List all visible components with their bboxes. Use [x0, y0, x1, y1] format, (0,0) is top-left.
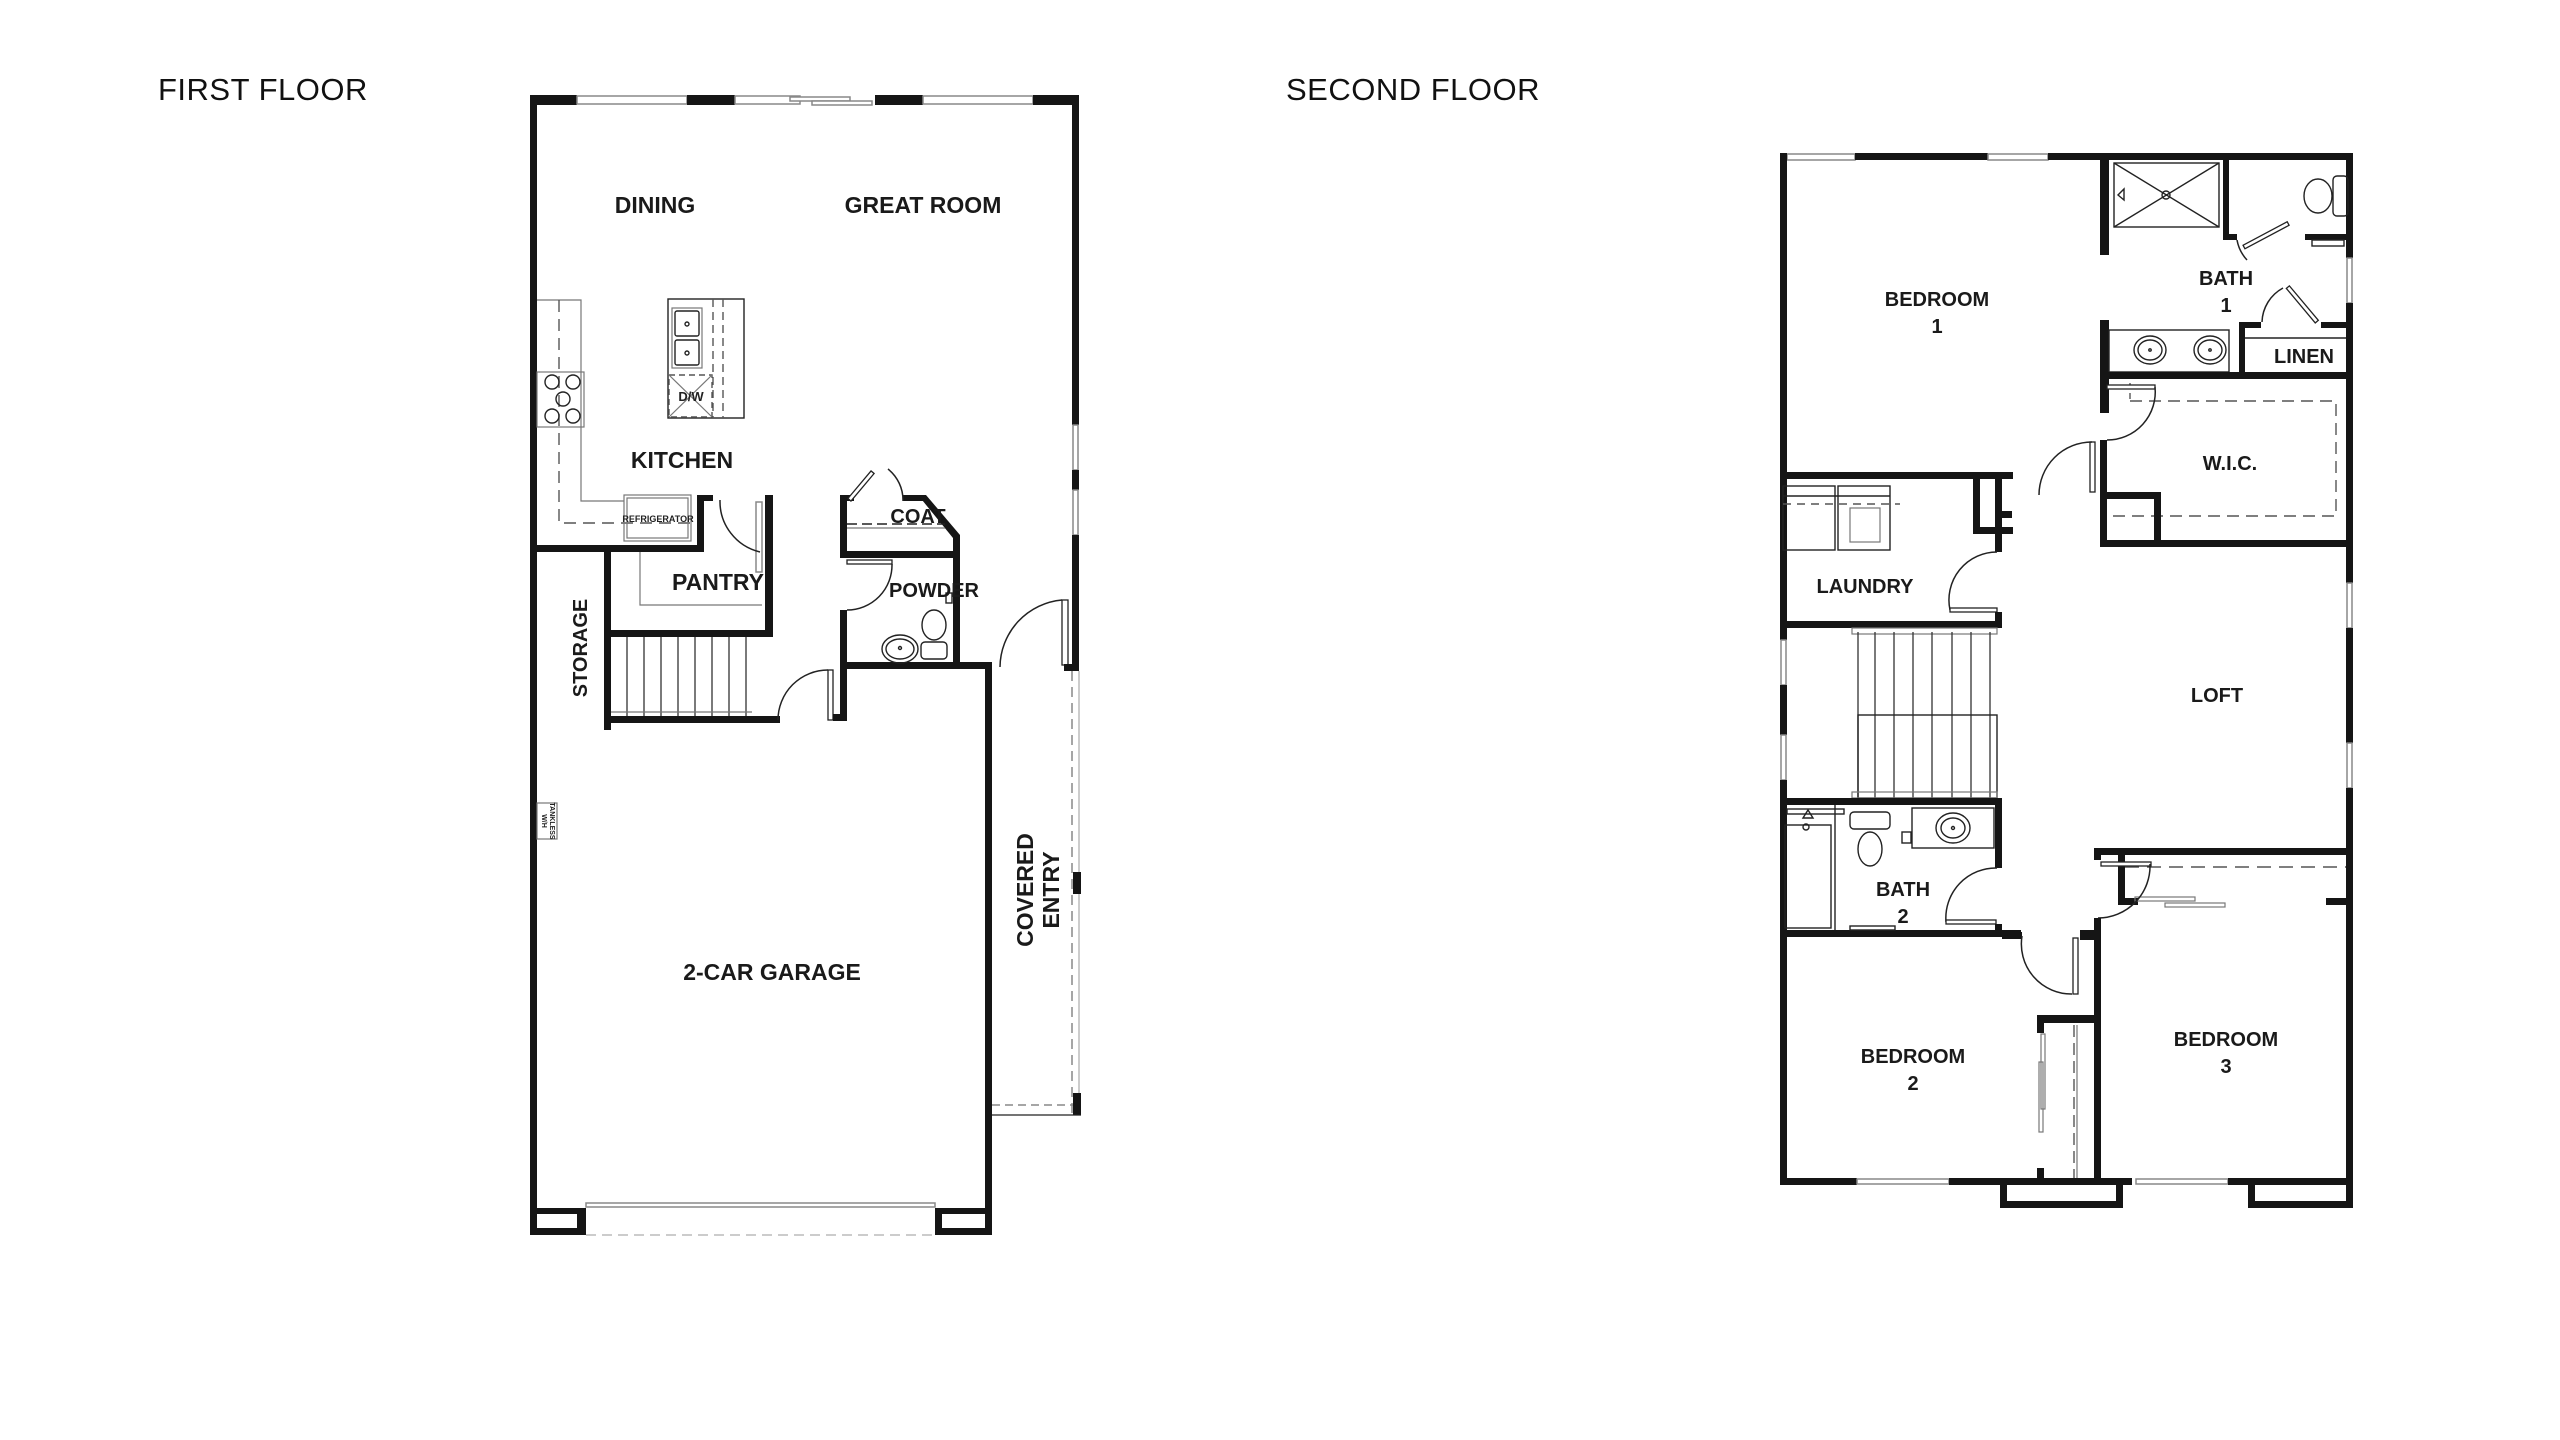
room-label-dining: DINING: [615, 192, 696, 218]
room-label-great-room: GREAT ROOM: [845, 192, 1002, 218]
svg-text:TANKLESS: TANKLESS: [548, 802, 555, 840]
room-label-garage: 2-CAR GARAGE: [683, 959, 861, 985]
room-label-bedroom2-num: 2: [1907, 1073, 1918, 1095]
room-label-bedroom3-num: 3: [2220, 1056, 2231, 1078]
tankless-water-heater: TANKLESS W/H: [536, 802, 558, 840]
room-label-wic: W.I.C.: [2203, 453, 2257, 475]
room-label-covered-entry-1: COVERED: [1012, 833, 1038, 947]
room-label-laundry: LAUNDRY: [1816, 576, 1914, 598]
room-label-coat: COAT: [890, 506, 945, 528]
covered-entry-area: [992, 671, 1081, 1116]
room-label-loft: LOFT: [2191, 685, 2243, 707]
refrigerator-label: REFRIGERATOR: [622, 514, 694, 524]
room-label-powder: POWDER: [889, 580, 980, 602]
room-label-bedroom3: BEDROOM: [2174, 1029, 2278, 1051]
room-label-pantry: PANTRY: [672, 569, 764, 595]
room-label-covered-entry-2: ENTRY: [1038, 851, 1064, 928]
first-floor-plan: REFRIGERATOR D/W: [530, 95, 1081, 1236]
first-floor-exterior-walls: [530, 95, 1079, 1236]
coat-powder: [840, 468, 992, 669]
bath2-area: [1780, 798, 2021, 937]
dishwasher-label: D/W: [678, 389, 704, 404]
loft-bedroom3-walls: [2002, 848, 2346, 1185]
room-label-storage: STORAGE: [570, 599, 592, 698]
second-floor-plan: BEDROOM 1 BATH 1 LINEN W.I.C. LAUNDRY LO…: [1780, 153, 2353, 1208]
room-label-linen: LINEN: [2274, 346, 2334, 368]
first-floor-interior-walls: [530, 495, 847, 730]
svg-text:W/H: W/H: [540, 814, 547, 828]
first-floor-title: FIRST FLOOR: [158, 72, 368, 107]
room-label-kitchen: KITCHEN: [631, 447, 733, 473]
second-floor-title: SECOND FLOOR: [1286, 72, 1541, 107]
second-floor-stairs: [1851, 627, 1998, 799]
kitchen-fixtures: REFRIGERATOR D/W: [536, 298, 745, 542]
room-label-bath1-num: 1: [2220, 295, 2231, 317]
first-floor-stairs: [611, 637, 752, 716]
room-label-bedroom1-num: 1: [1931, 316, 1942, 338]
second-floor-exterior-walls: [1780, 153, 2353, 1208]
room-label-bedroom1: BEDROOM: [1885, 289, 1989, 311]
room-label-bedroom2: BEDROOM: [1861, 1046, 1965, 1068]
bath1-area: [2038, 160, 2349, 547]
front-entry-door: [999, 599, 1079, 671]
room-label-bath2-num: 2: [1897, 906, 1908, 928]
room-label-bath1: BATH: [2199, 268, 2253, 290]
room-label-bath2: BATH: [1876, 879, 1930, 901]
laundry-area: [1780, 472, 2013, 628]
